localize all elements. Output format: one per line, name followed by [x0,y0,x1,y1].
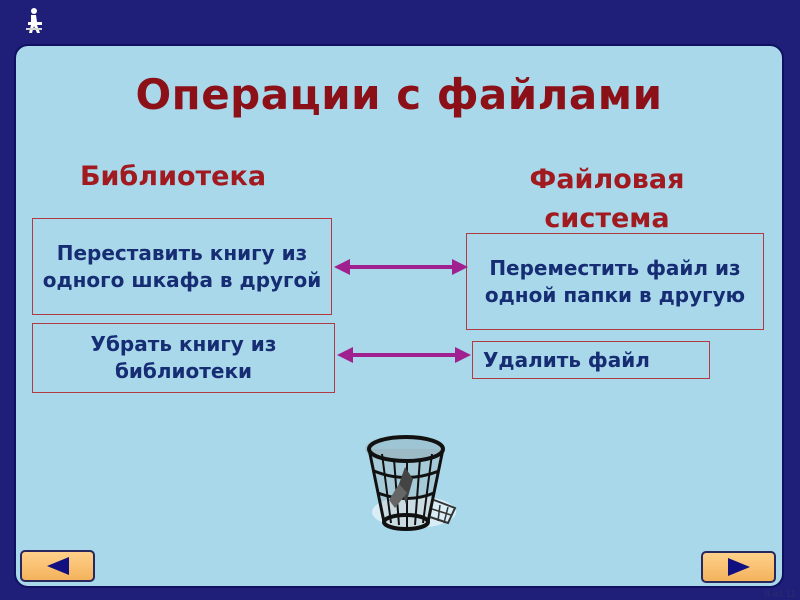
file-move-box: Переместить файл из одной папки в другую [466,233,764,330]
page-counter: 8 из 11 [764,589,796,600]
library-remove-box: Убрать книгу из библиотеки [32,323,335,393]
library-remove-text: Убрать книгу из библиотеки [90,332,277,383]
library-move-box: Переставить книгу из одного шкафа в друг… [32,218,332,315]
library-move-text: Переставить книгу из одного шкафа в друг… [42,240,322,292]
file-delete-box: Удалить файл [472,341,710,379]
library-heading: Библиотека [79,161,267,192]
triangle-left-icon [46,557,69,575]
file-delete-text: Удалить файл [483,347,650,372]
file-move-text: Переместить файл из одной папки в другую [484,255,746,307]
next-slide-button[interactable] [701,551,776,583]
double-arrow-icon [334,259,468,275]
file-system-heading: Файловая система [529,164,685,235]
slide-title: Операции с файлами [135,70,663,119]
triangle-right-icon [727,558,750,576]
previous-slide-button[interactable] [20,550,95,582]
slide-canvas: Операции с файлами Библиотека Файловая с… [14,44,784,588]
wire-trash-basket-icon [365,435,457,531]
presenter-chair-icon [26,8,42,33]
double-arrow-icon [337,347,471,363]
